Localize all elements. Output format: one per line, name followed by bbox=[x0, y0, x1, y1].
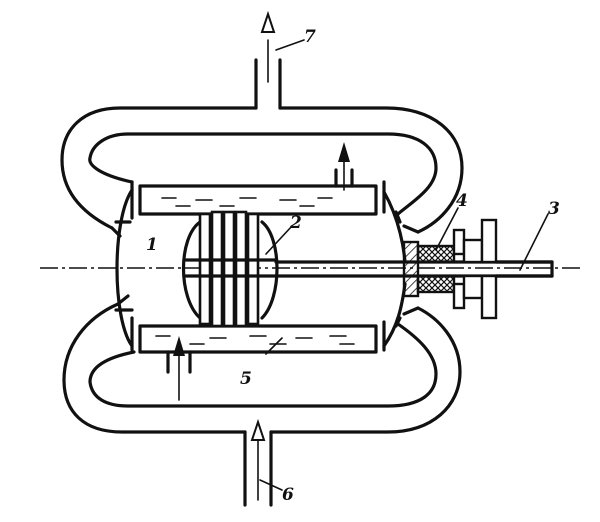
label-3: 3 bbox=[548, 199, 560, 219]
leader-lines bbox=[259, 39, 549, 491]
coolant-inlet-arrow-icon bbox=[173, 336, 185, 356]
coolant-outlet-arrow-icon bbox=[338, 142, 350, 162]
label-4: 4 bbox=[456, 191, 468, 211]
rotor bbox=[182, 210, 279, 328]
label-2: 2 bbox=[289, 213, 302, 233]
outlet-arrow-icon bbox=[260, 10, 276, 33]
lower-cooling-jacket bbox=[138, 324, 378, 401]
label-6: 6 bbox=[282, 485, 294, 505]
label-7: 7 bbox=[304, 27, 316, 47]
upper-casing bbox=[60, 106, 464, 234]
label-5: 5 bbox=[240, 369, 252, 389]
label-1: 1 bbox=[146, 235, 158, 255]
inlet-pipe bbox=[243, 418, 273, 507]
outlet-pipe bbox=[254, 10, 282, 110]
upper-cooling-jacket bbox=[138, 142, 378, 216]
inlet-arrow-icon bbox=[250, 418, 266, 441]
shaft-seal bbox=[402, 218, 554, 320]
lower-casing bbox=[62, 302, 462, 434]
